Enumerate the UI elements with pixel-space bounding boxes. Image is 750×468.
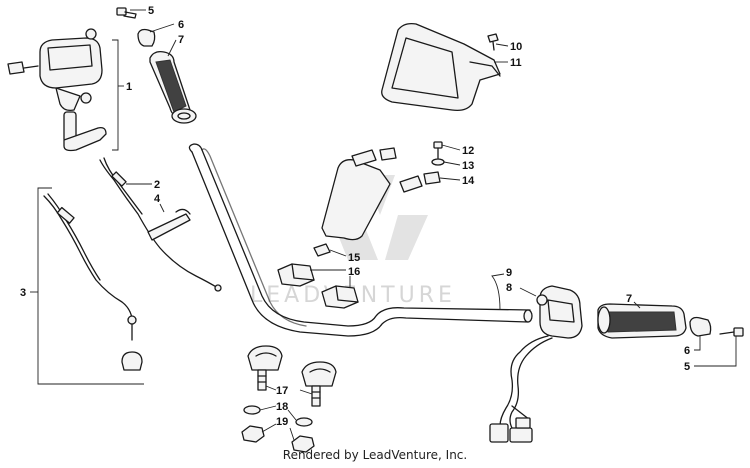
callout-12: 12	[462, 145, 474, 157]
throttle-housing[interactable]	[7, 28, 107, 152]
lower-clamp-left[interactable]	[247, 345, 283, 391]
callout-leaders	[30, 9, 737, 441]
callout-13: 13	[462, 160, 474, 172]
callout-2: 2	[154, 179, 160, 191]
mount-bracket[interactable]	[321, 147, 441, 241]
screw-right[interactable]	[719, 327, 744, 337]
pod-screw[interactable]	[487, 33, 499, 51]
callout-17: 17	[276, 385, 288, 397]
callout-labels: 5 6 7 1 2 4 3 10 11 12 13 14 15 16 9 8 7…	[20, 5, 690, 428]
callout-3: 3	[20, 287, 26, 299]
callout-9: 9	[506, 267, 512, 279]
upper-clamp-caps[interactable]	[277, 263, 359, 309]
callout-18: 18	[276, 401, 288, 413]
callout-10: 10	[510, 41, 522, 53]
grip-top[interactable]	[149, 50, 197, 124]
callout-15: 15	[348, 252, 360, 264]
left-switch-housing[interactable]	[536, 285, 583, 339]
handlebar[interactable]	[188, 143, 533, 337]
grip-right[interactable]	[597, 303, 687, 339]
callout-5-right: 5	[684, 361, 690, 373]
callout-5-top: 5	[148, 5, 154, 17]
cable-tie[interactable]	[147, 208, 191, 241]
rendered-by-footer: Rendered by LeadVenture, Inc.	[282, 448, 468, 462]
callout-7-top: 7	[178, 34, 184, 46]
callout-14: 14	[462, 175, 475, 187]
small-nut[interactable]	[313, 243, 331, 257]
end-cap-top[interactable]	[137, 28, 156, 47]
switch-wire-harness	[489, 335, 553, 443]
callout-1: 1	[126, 81, 132, 93]
brake-cable[interactable]	[43, 193, 143, 371]
lock-washers[interactable]	[243, 405, 313, 427]
screw-top[interactable]	[116, 7, 137, 19]
end-cap-right[interactable]	[689, 316, 712, 337]
callout-8: 8	[506, 282, 512, 294]
callout-6-right: 6	[684, 345, 690, 357]
headlight-pod-cover[interactable]	[381, 22, 501, 112]
callout-7-right: 7	[626, 293, 632, 305]
callout-19: 19	[276, 416, 288, 428]
callout-16: 16	[348, 266, 360, 278]
callout-4: 4	[154, 193, 161, 205]
lower-clamp-right[interactable]	[301, 361, 337, 407]
callout-6-top: 6	[178, 19, 184, 31]
clamp-nuts[interactable]	[241, 425, 315, 453]
callout-11: 11	[510, 57, 522, 69]
